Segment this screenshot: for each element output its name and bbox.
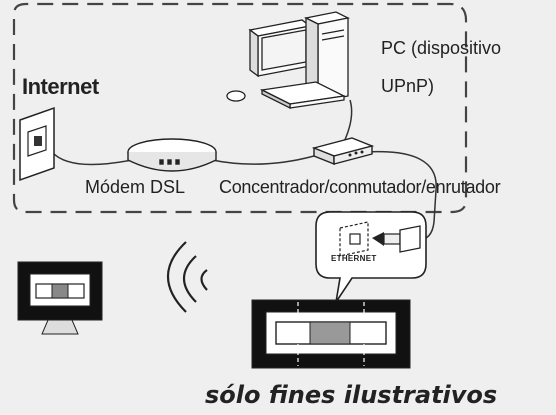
cable-jack-modem [51,151,133,166]
center-icon [251,299,411,369]
wireless-waves-icon [166,241,208,313]
pc-label-line2: UPnP) [381,76,435,96]
wall-jack-icon [19,106,55,182]
cable-modem-router [211,155,315,165]
cables [51,99,437,241]
cable-router-ethernet [365,150,437,241]
home-network-boundary [12,2,468,214]
modem-label: Módem DSL [85,177,186,197]
pc-label-line1: PC (dispositivo [381,38,502,58]
router-label: Concentrador/conmutador/enrutador [219,177,501,197]
ethernet-port-icon [315,211,427,303]
pc-icon [226,11,350,110]
ethernet-label: ETHERNET [331,254,377,263]
internet-label: Internet [22,74,99,99]
dsl-modem-icon [127,138,217,172]
illustrative-note: sólo fines ilustrativos [205,381,498,409]
router-icon [311,137,375,166]
station-icon [17,261,103,335]
